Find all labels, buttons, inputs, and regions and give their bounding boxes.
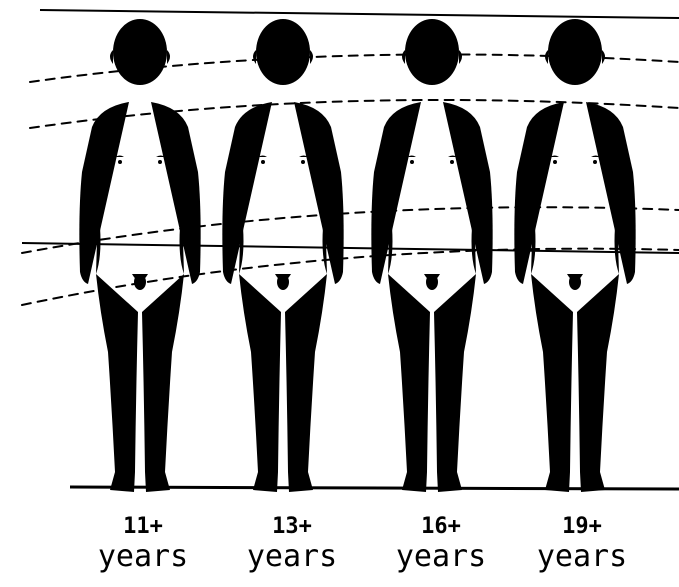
figure-age-16 (371, 19, 492, 492)
top-reference-line (40, 10, 679, 18)
age-value: 13+ (227, 514, 357, 540)
age-value: 19+ (517, 514, 647, 540)
age-label-16: 16+ years (376, 514, 506, 574)
age-label-11: 11+ years (78, 514, 208, 574)
hip-guide-upper (22, 207, 679, 253)
age-value: 16+ (376, 514, 506, 540)
age-label-13: 13+ years (227, 514, 357, 574)
figure-age-11 (79, 19, 200, 492)
figure-age-13 (222, 19, 343, 492)
age-label-19: 19+ years (517, 514, 647, 574)
figure-age-19 (514, 19, 635, 492)
age-unit: years (78, 540, 208, 574)
age-unit: years (517, 540, 647, 574)
age-unit: years (227, 540, 357, 574)
age-value: 11+ (78, 514, 208, 540)
age-unit: years (376, 540, 506, 574)
